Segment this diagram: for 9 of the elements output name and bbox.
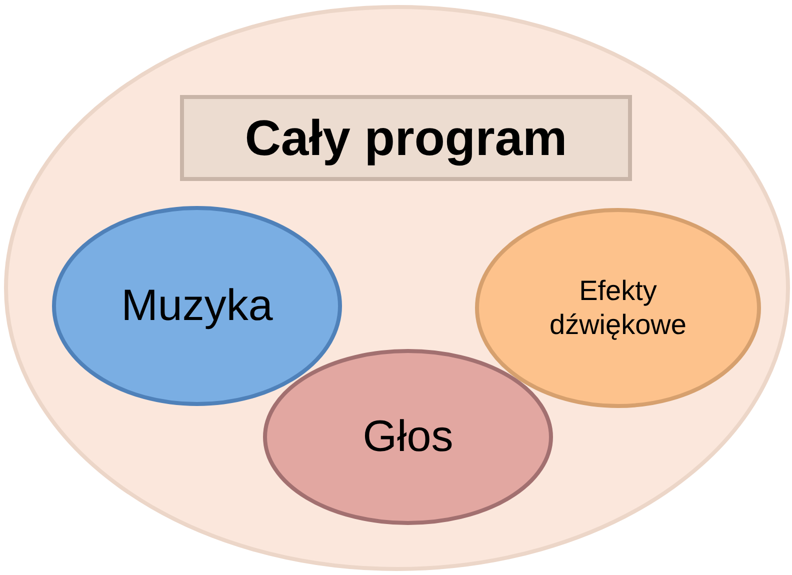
category-ellipse <box>52 206 342 406</box>
node-label: Głos <box>362 410 454 463</box>
category-ellipse <box>475 208 761 408</box>
outer-ellipse <box>4 5 790 571</box>
node-label: Efekty dźwiękowe <box>548 274 688 342</box>
title-box <box>180 95 632 181</box>
node-label: Muzyka <box>121 280 273 332</box>
node-label: Cały program <box>244 109 568 168</box>
category-ellipse <box>263 349 553 525</box>
